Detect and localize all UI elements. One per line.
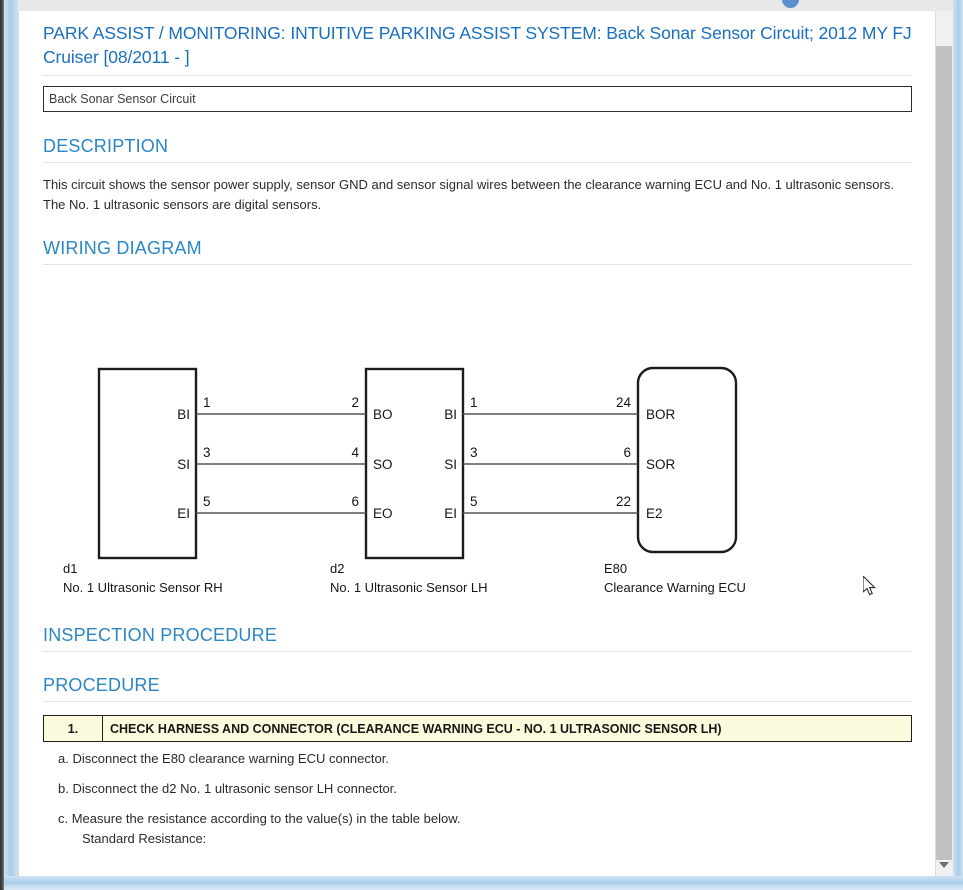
terminal-pin-d2-1: 1 [470, 395, 478, 410]
section-divider-procedure [43, 701, 912, 702]
vertical-scrollbar-thumb[interactable] [936, 46, 952, 860]
scroll-down-arrow-icon[interactable] [939, 862, 949, 868]
terminal-pin-d1-3: 3 [203, 445, 211, 460]
terminal-label-d1-si: SI [177, 457, 190, 472]
procedure-substep-b: b. Disconnect the d2 No. 1 ultrasonic se… [58, 781, 397, 796]
component-name-e80: Clearance Warning ECU [604, 580, 746, 595]
wiring-diagram-svg: BI 1 SI 3 EI 5 BO 2 SO 4 EO 6 [63, 366, 746, 595]
terminal-label-d2-eo: EO [373, 506, 393, 521]
section-divider-inspection-procedure [43, 651, 912, 652]
terminal-pin-e80-22: 22 [616, 494, 631, 509]
terminal-pin-d1-1: 1 [203, 395, 211, 410]
description-body-text: This circuit shows the sensor power supp… [43, 177, 894, 212]
section-heading-inspection-procedure: INSPECTION PROCEDURE [43, 625, 278, 645]
terminal-label-d1-bi: BI [177, 407, 190, 422]
terminal-pin-e80-24: 24 [616, 395, 632, 410]
subject-field[interactable]: Back Sonar Sensor Circuit [43, 86, 912, 112]
procedure-step-number: 1. [44, 716, 103, 741]
terminal-label-d1-ei: EI [177, 506, 190, 521]
component-name-d2: No. 1 Ultrasonic Sensor LH [330, 580, 488, 595]
terminal-label-d2-si: SI [444, 457, 457, 472]
terminal-pin-d2-3: 3 [470, 445, 478, 460]
section-heading-description: DESCRIPTION [43, 136, 169, 156]
component-code-d1: d1 [63, 561, 77, 576]
terminal-pin-e80-6: 6 [623, 445, 631, 460]
terminal-label-d2-so: SO [373, 457, 393, 472]
window-edge-left [0, 0, 4, 890]
terminal-label-e80-sor: SOR [646, 457, 676, 472]
terminal-pin-d2-2: 2 [351, 395, 359, 410]
procedure-substep-c: c. Measure the resistance according to t… [58, 811, 461, 826]
terminal-label-d2-bi: BI [444, 407, 457, 422]
terminal-label-d2-bo: BO [373, 407, 393, 422]
component-code-e80: E80 [604, 561, 627, 576]
terminal-pin-d2-4: 4 [351, 445, 359, 460]
title-divider [43, 75, 912, 76]
terminal-pin-d2-6: 6 [351, 494, 359, 509]
subject-field-value: Back Sonar Sensor Circuit [49, 92, 196, 106]
terminal-label-e80-e2: E2 [646, 506, 663, 521]
section-divider-description [43, 162, 912, 163]
component-box-e80 [636, 366, 738, 554]
procedure-step-header-row[interactable]: 1. CHECK HARNESS AND CONNECTOR (CLEARANC… [43, 715, 912, 742]
page-title: PARK ASSIST / MONITORING: INTUITIVE PARK… [43, 23, 912, 67]
component-name-d1: No. 1 Ultrasonic Sensor RH [63, 580, 223, 595]
status-indicator-icon[interactable] [782, 0, 799, 8]
terminal-pin-d1-5: 5 [203, 494, 211, 509]
section-heading-wiring-diagram: WIRING DIAGRAM [43, 238, 202, 258]
section-divider-wiring-diagram [43, 264, 912, 265]
document-page: PARK ASSIST / MONITORING: INTUITIVE PARK… [19, 11, 936, 849]
wiring-diagram: BI 1 SI 3 EI 5 BO 2 SO 4 EO 6 [43, 265, 936, 625]
window-frame-left [4, 0, 18, 890]
terminal-label-e80-bor: BOR [646, 407, 676, 422]
window-frame-bottom [4, 876, 963, 890]
procedure-substep-a: a. Disconnect the E80 clearance warning … [58, 751, 389, 766]
component-code-d2: d2 [330, 561, 344, 576]
window-frame-right [953, 0, 963, 890]
section-heading-procedure: PROCEDURE [43, 675, 160, 695]
document-viewport[interactable]: PARK ASSIST / MONITORING: INTUITIVE PARK… [18, 11, 936, 876]
procedure-standard-resistance-label: Standard Resistance: [82, 831, 207, 846]
terminal-label-d2-ei: EI [444, 506, 457, 521]
procedure-step-title: CHECK HARNESS AND CONNECTOR (CLEARANCE W… [110, 721, 722, 736]
terminal-pin-d2-5: 5 [470, 494, 478, 509]
